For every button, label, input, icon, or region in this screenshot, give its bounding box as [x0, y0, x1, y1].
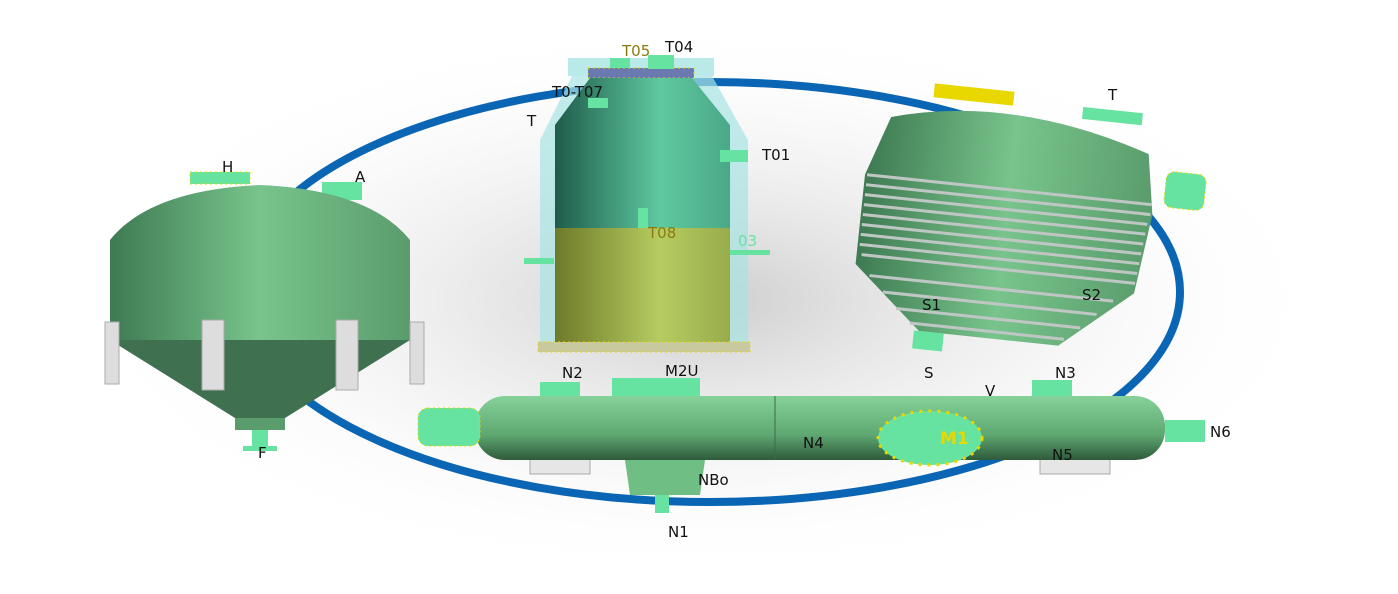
manhole-label-m1: M1	[940, 429, 969, 449]
nozzle-label-s: S	[924, 364, 934, 382]
nozzle-label-s2: S2	[1082, 286, 1101, 304]
nozzle-label-t04: T04	[664, 38, 693, 56]
nozzle-label-m2u: M2U	[665, 362, 698, 380]
nozzle-label-t08: T08	[647, 224, 676, 242]
nozzle-label-a: A	[355, 168, 366, 186]
nozzle-label-nbo: NBo	[698, 471, 729, 489]
nozzle-label-n4: N4	[803, 434, 824, 452]
coil-jacketed-vessel	[855, 83, 1207, 352]
nozzle-label-n1: N1	[668, 523, 689, 541]
jacketed-column-vessel: T05 T04 T0-T07 T T01 T08 03	[524, 38, 790, 353]
nozzle-label-t: T	[526, 112, 537, 130]
nozzle-label-v: V	[985, 382, 996, 400]
nozzle-label-t03: 03	[738, 232, 757, 250]
nozzle-label-n5: N5	[1052, 446, 1073, 464]
horizontal-drum: N2 M2U V N3 N6 N4 M1 N5 NBo N1	[417, 362, 1231, 541]
nozzle-label-n3: N3	[1055, 364, 1076, 382]
left-conical-vessel: H A F	[104, 158, 425, 462]
nozzle-label-h: H	[222, 158, 233, 176]
nozzle-label-t05: T05	[621, 42, 650, 60]
nozzle-label-t01: T01	[761, 146, 790, 164]
nozzle-label-t-right: T	[1107, 86, 1118, 104]
nozzle-label-s1: S1	[922, 296, 941, 314]
nozzle-label-n6: N6	[1210, 423, 1231, 441]
nozzle-label-t06-t07: T0-T07	[551, 83, 603, 101]
nozzle-label-f: F	[258, 444, 267, 462]
nozzle-label-n2: N2	[562, 364, 583, 382]
